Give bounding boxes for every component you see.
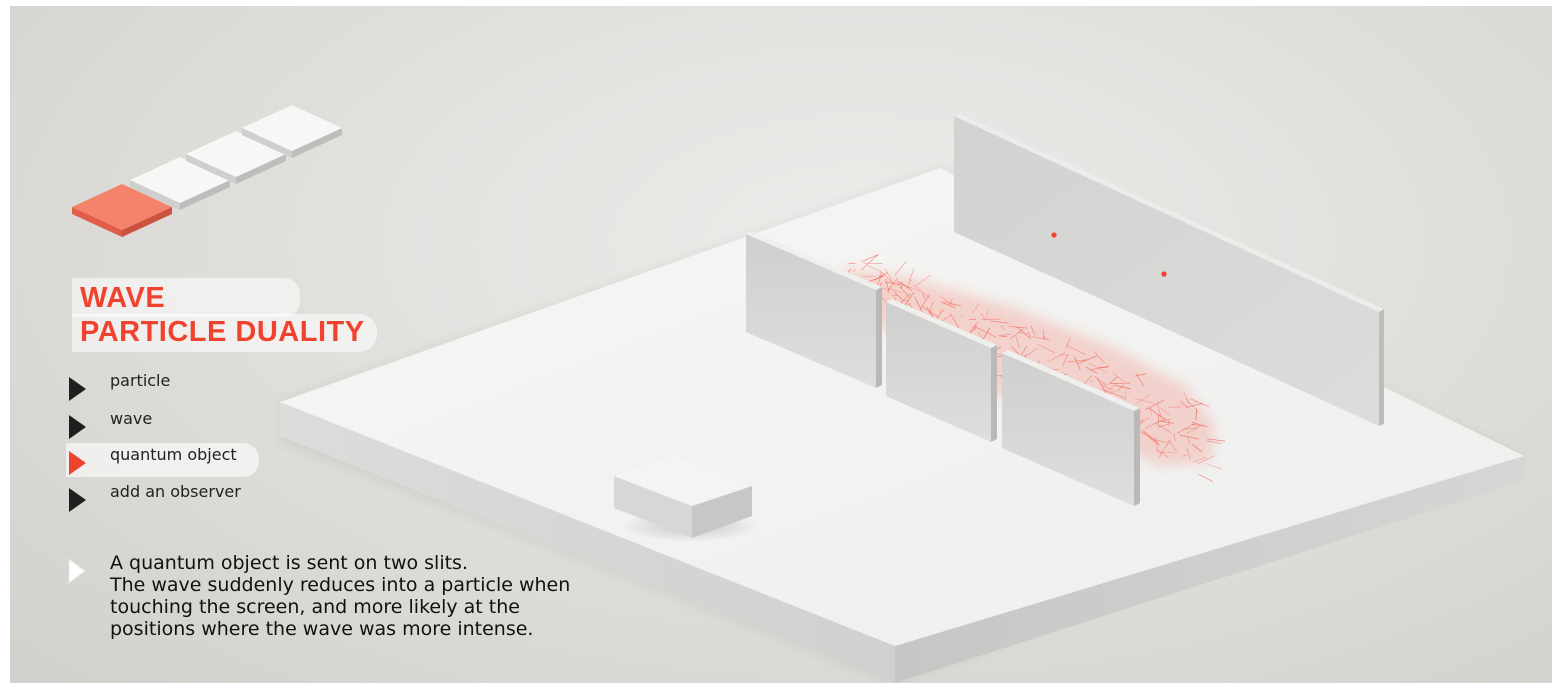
progress-tiles xyxy=(72,105,342,237)
play-arrow-icon xyxy=(66,443,88,477)
title-line-1: WAVE xyxy=(72,278,300,317)
menu-item-quantum-object[interactable]: quantum object xyxy=(66,443,259,477)
description-line: The wave suddenly reduces into a particl… xyxy=(110,574,570,596)
detection-dot xyxy=(1161,271,1166,276)
menu-item-label: add an observer xyxy=(110,482,241,501)
menu-item-label: wave xyxy=(110,409,152,428)
description-line: touching the screen, and more likely at … xyxy=(110,596,570,618)
detection-dot xyxy=(1051,232,1056,237)
description-block: A quantum object is sent on two slits.Th… xyxy=(66,552,570,640)
play-arrow-icon xyxy=(66,369,88,403)
title-line-2: PARTICLE DUALITY xyxy=(72,314,377,352)
play-arrow-icon xyxy=(66,407,88,441)
description-line: A quantum object is sent on two slits. xyxy=(110,552,570,574)
description-line: positions where the wave was more intens… xyxy=(110,618,570,640)
wave-strand xyxy=(864,263,883,264)
play-arrow-icon xyxy=(66,480,88,514)
wave-strand xyxy=(904,300,910,301)
menu-item-add-an-observer[interactable]: add an observer xyxy=(66,480,263,514)
play-arrow-icon xyxy=(66,556,88,590)
menu-item-wave[interactable]: wave xyxy=(66,407,174,441)
menu-item-particle[interactable]: particle xyxy=(66,369,192,403)
animation-frame: WAVE PARTICLE DUALITY particle wave quantu… xyxy=(10,6,1552,683)
menu-item-label: quantum object xyxy=(110,445,237,464)
menu-item-label: particle xyxy=(110,371,170,390)
description-text: A quantum object is sent on two slits.Th… xyxy=(110,552,570,640)
